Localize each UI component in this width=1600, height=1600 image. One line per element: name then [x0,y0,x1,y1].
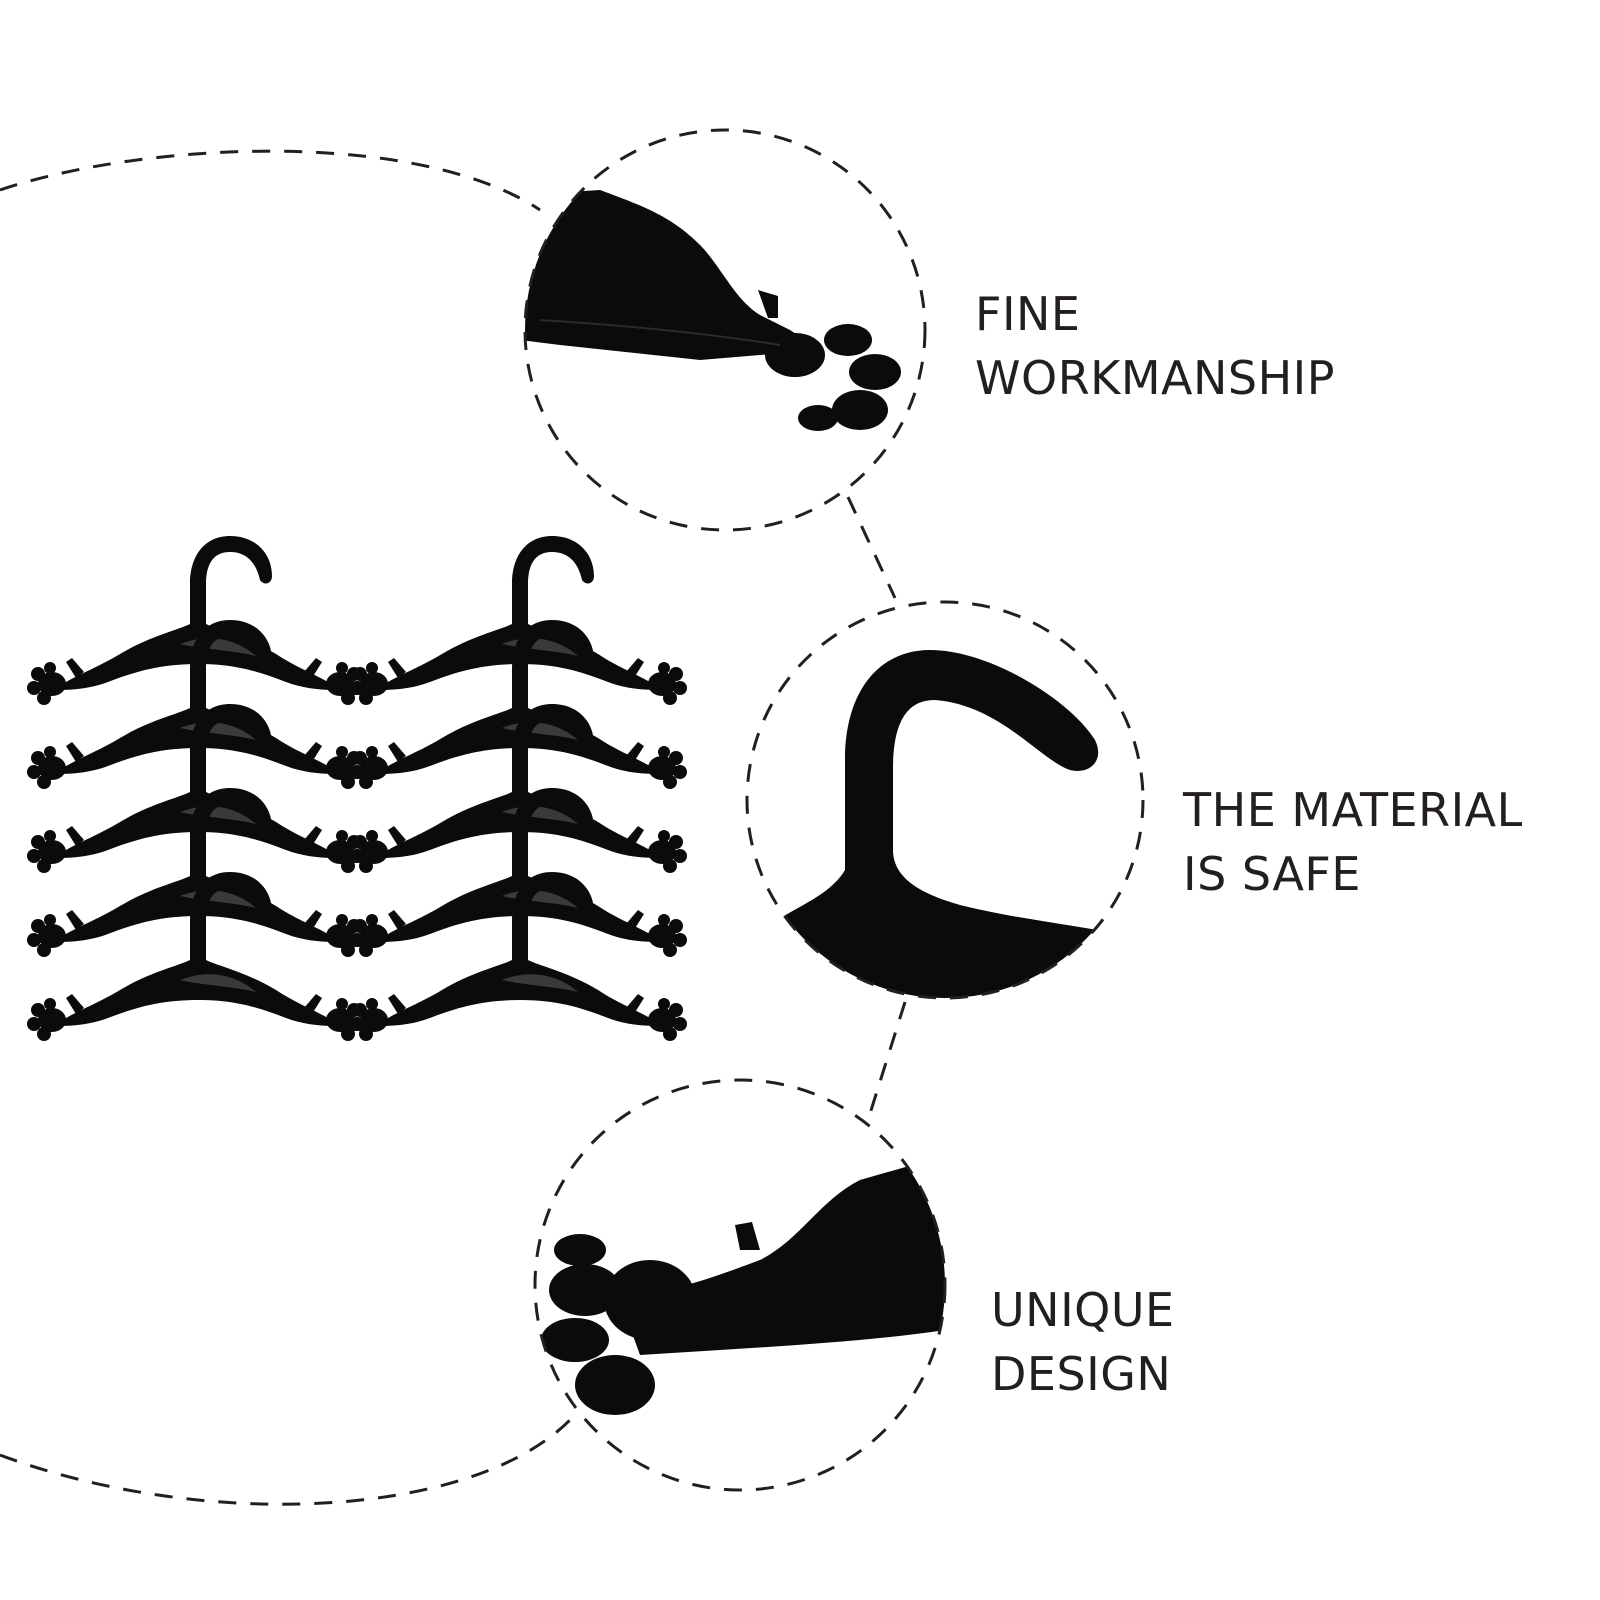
feature-label-design: UNIQUE DESIGN [991,1278,1175,1406]
feature-label-line: UNIQUE [991,1283,1175,1337]
closeup-circle-material [745,600,1145,1000]
closeup-circle-workmanship [523,128,927,532]
hanger-stacks [27,536,687,1041]
hook-closeup-icon [760,650,1143,998]
feature-label-line: IS SAFE [1183,847,1361,901]
bottom-arc-dashes [0,1418,572,1506]
feature-label-line: FINE [975,287,1081,341]
feature-label-line: WORKMANSHIP [975,351,1335,405]
feature-label-material: THE MATERIAL IS SAFE [1183,778,1523,906]
paw-end-closeup-icon [525,190,901,431]
feature-label-line: THE MATERIAL [1183,783,1523,837]
hanger-stack-right [349,536,687,1041]
feature-label-line: DESIGN [991,1347,1172,1401]
connector-dashes [0,149,907,1506]
feature-label-workmanship: FINE WORKMANSHIP [975,282,1335,410]
closeup-circle-design [533,1078,947,1492]
middle-connector-top [846,496,897,599]
middle-connector-bottom [866,1001,907,1121]
top-arc-dashes [0,149,541,212]
paw-end-closeup-icon-2 [541,1160,945,1415]
hanger-stack-left [27,536,365,1041]
